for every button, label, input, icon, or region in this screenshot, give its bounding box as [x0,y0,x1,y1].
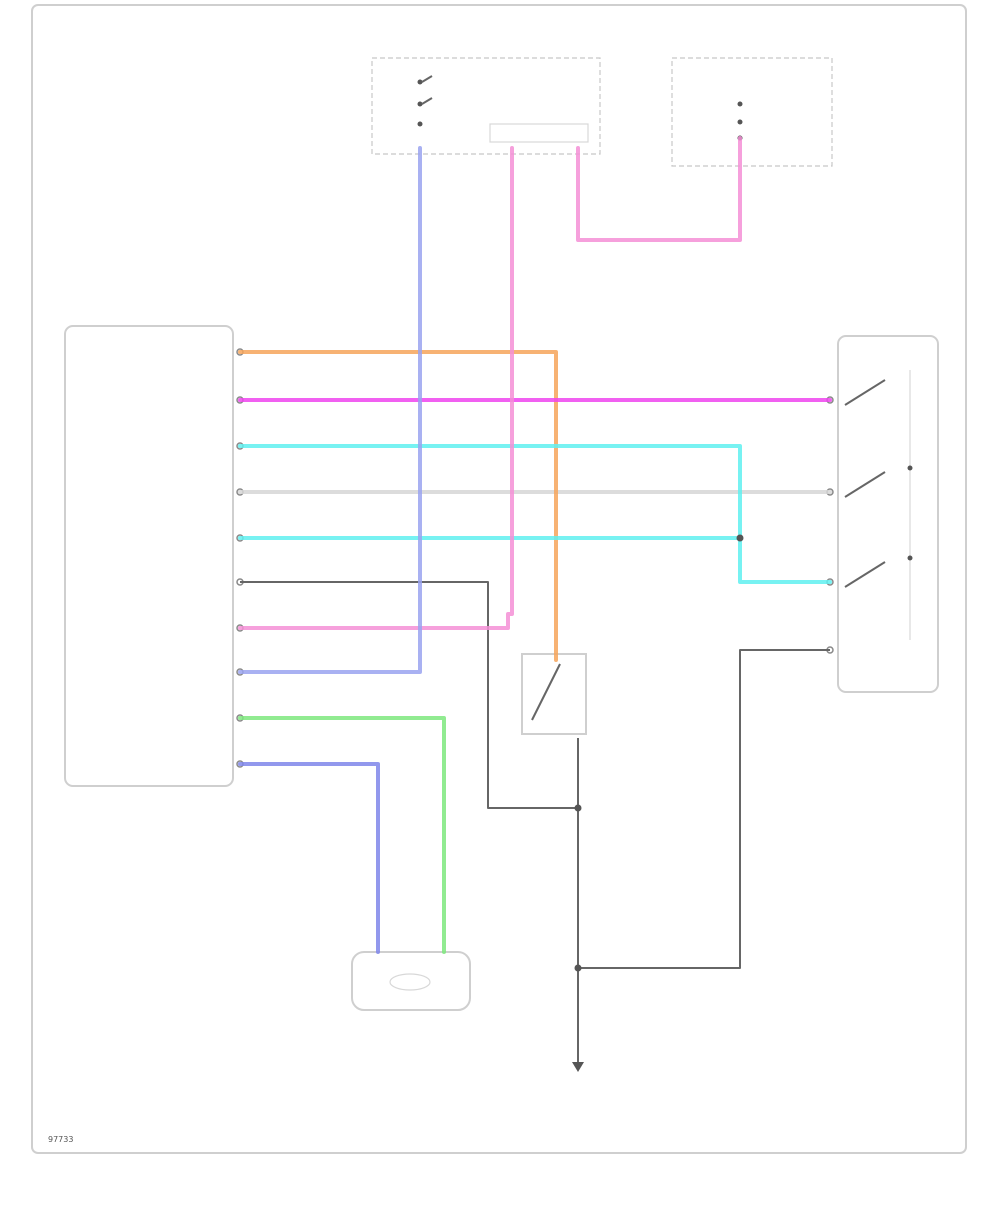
bottom-sensor [351,951,471,1011]
wire-black-left [240,581,578,809]
middle-switch-blade [531,663,561,721]
right-switch-contacts [826,370,913,654]
wire-green [238,716,446,954]
wire-dark-blue [238,762,380,954]
fuse-block-left-inner [489,123,589,143]
relay-block-right [671,57,833,167]
splice-points [574,534,744,972]
wire-pink-vertical [238,146,514,630]
middle-switch [521,653,587,735]
relay-block-pins [737,101,743,141]
sensor-element [389,973,431,991]
right-switch [837,335,939,693]
wire-blue [238,146,422,674]
wire-orange [238,350,558,662]
wire-pink-top [576,136,742,242]
fuse-block-left-pins [417,75,433,127]
wire-black-right [578,649,830,969]
diagram-frame [31,4,967,1154]
ground-symbol [572,1050,584,1072]
wire-cyan-upper [238,444,742,540]
fuse-block-left [371,57,601,155]
diagram-id: 97733 [48,1135,73,1144]
control-module-pins [236,348,244,768]
wire-cyan-lower [238,536,832,584]
control-module [64,325,234,787]
